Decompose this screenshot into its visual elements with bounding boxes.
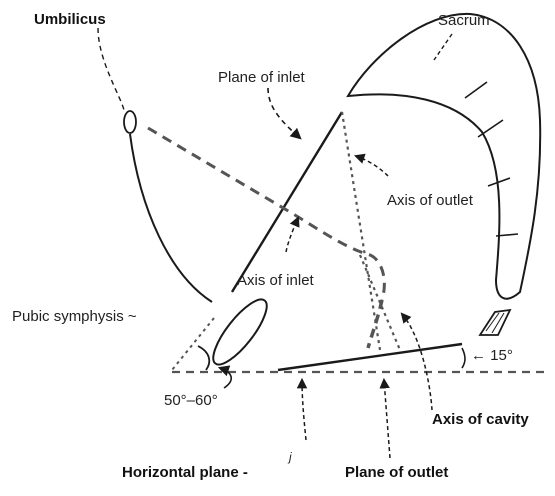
pubic-symphysis-label: Pubic symphysis ~ — [12, 309, 137, 324]
sacrum-shape — [348, 14, 540, 299]
plane-of-inlet-pointer — [268, 88, 300, 138]
axis-of-cavity-line — [368, 300, 382, 348]
plane-of-inlet-label: Plane of inlet — [218, 70, 305, 85]
sacrum-line-1 — [465, 82, 487, 98]
plane-of-outlet-label: Plane of outlet — [345, 465, 448, 480]
axis-of-outlet-label: Axis of outlet — [387, 193, 473, 208]
umbilicus-shape — [124, 111, 136, 133]
sacrum-line-3 — [488, 178, 510, 186]
umbilicus-label: Umbilicus — [34, 12, 106, 27]
coccyx-line-2 — [492, 313, 504, 333]
sacrum-pointer — [434, 34, 452, 60]
horizontal-plane-pointer — [302, 380, 306, 440]
axis-of-outlet-line — [342, 112, 380, 350]
axis-of-cavity-label: Axis of cavity — [432, 412, 529, 427]
angle-arc-15 — [462, 348, 465, 368]
plane-of-outlet-line — [278, 344, 462, 370]
horizontal-plane-label: Horizontal plane - — [122, 465, 248, 480]
coccyx-shape — [480, 310, 510, 335]
sacrum-line-2 — [478, 120, 503, 137]
angle-15-label: ← 15° — [471, 348, 513, 363]
angle-arc-50-60 — [198, 346, 209, 370]
umbilicus-pointer — [98, 28, 124, 110]
axis-of-cavity-pointer — [402, 314, 432, 410]
angle-50-60-label: 50°–60° — [164, 393, 218, 408]
plane-of-inlet-line — [232, 112, 342, 292]
j-mark: j — [289, 451, 292, 463]
axis-of-inlet-label: Axis of inlet — [237, 273, 314, 288]
axis-of-outlet-pointer — [356, 156, 388, 176]
symphysis-horizontal-dotted — [172, 318, 214, 370]
sacrum-label: Sacrum — [438, 13, 490, 28]
inlet-outlet-dotted — [360, 255, 400, 350]
plane-of-outlet-pointer — [384, 380, 390, 458]
axis-of-inlet-pointer — [286, 218, 298, 252]
pubic-symphysis-shape — [205, 292, 275, 371]
